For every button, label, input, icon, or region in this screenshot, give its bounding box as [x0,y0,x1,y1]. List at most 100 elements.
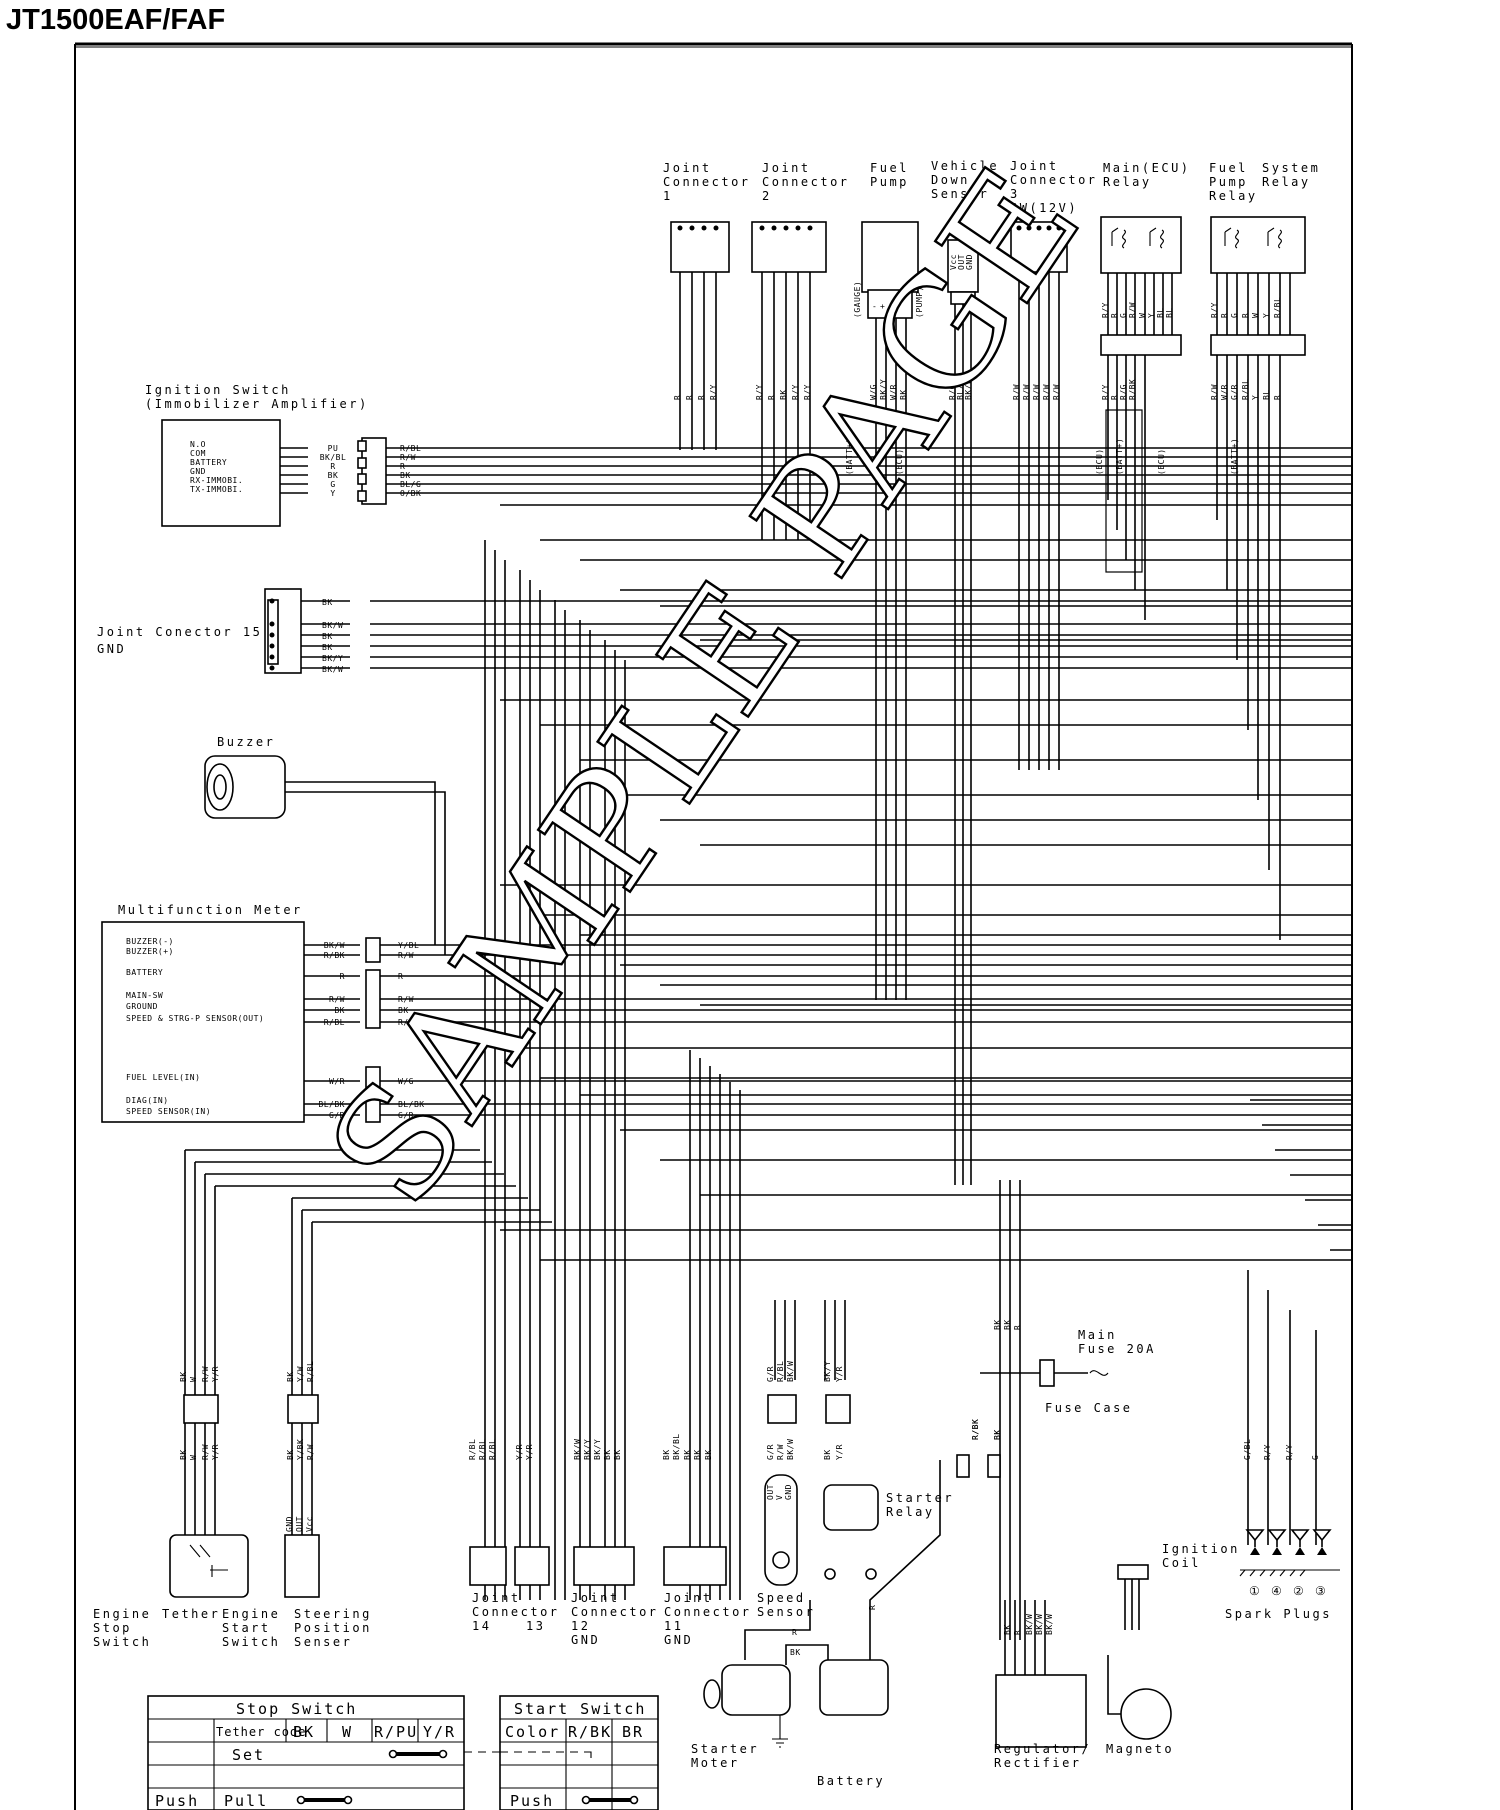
jc12-label-line-1: Connector [571,1605,659,1619]
fp-code-0: W/G [869,384,878,400]
jc3-label-line-3: SW(12V) [1010,201,1078,215]
st-top-1: Y/W [296,1366,305,1382]
jc11-code-2: BK [683,1449,692,1460]
jc2-pin-dot [771,225,777,231]
sr-top-1: Y/R [835,1366,844,1382]
start-hdr-rbk: R/BK [568,1723,612,1741]
magneto-lead [1107,1655,1121,1715]
vds-code-0: R/G [948,384,957,400]
ss-bot-0: G/R [766,1444,775,1460]
engine-stop-label-line-0: Engine [93,1607,151,1621]
jc3-pin-dot [1016,225,1022,231]
battery-wire-code: BK [790,1648,801,1657]
main-relay-label-line-1: Relay [1103,175,1152,189]
jc1-label-line-2: 1 [663,189,673,203]
fpr-bot-3: R/BL [1241,379,1250,400]
fpr-top-3: R [1241,313,1250,318]
st-bot-2: R/W [306,1444,315,1460]
main-relay-plug [1100,334,1182,356]
meter-pin-label: BATTERY [126,968,163,977]
fpr-bot-6: R [1273,395,1282,400]
fan-icon [772,1551,790,1569]
jc3-label-line-1: Connector [1010,173,1098,187]
fuse-code-3: BK [993,1429,1002,1440]
components [101,216,1340,1748]
fp-relay-label-line-1: Pump [1209,175,1248,189]
meter-wire-out-2: R [398,972,403,981]
jc15-wire-code-5: BK/W [322,665,343,674]
mr-top-0: R/Y [1101,302,1110,318]
st-bot-1: Y/BK [296,1439,305,1460]
ign-conn-pin [357,473,367,485]
jc13-label: 13 [526,1619,545,1633]
jc1-label-line-1: Connector [663,175,751,189]
fpr-bot-0: R/W [1210,384,1219,400]
sample-page-watermark: SAMPLE PAGE [295,136,1116,1235]
jc3-code-3: R/W [1042,384,1051,400]
regulator-label-line-1: Rectifier [994,1756,1082,1770]
jc15-pin-dot [269,665,275,671]
ss-pin-0: OUT [766,1484,775,1500]
fuse-side-plug [987,1454,1001,1478]
meter-wire-in-1: R/BK [324,951,345,960]
jc3-label-line-0: Joint [1010,159,1059,173]
jc12-code-1: BK/Y [583,1439,592,1460]
fp-code-3: BK [899,389,908,400]
ign-wire-code-out-3: BK [400,471,411,480]
stop-hdr-rpu: R/PU [374,1723,418,1741]
jc1-code-0: R [673,395,682,400]
meter-pin-label: DIAG(IN) [126,1096,169,1105]
starter-wire-code: R [792,1628,797,1637]
fpr-top-1: R [1220,313,1229,318]
steering-label-line-2: Senser [294,1635,352,1649]
steering-label-line-1: Position [294,1621,372,1635]
jc14-code-1: R/BL [478,1439,487,1460]
ign-wire-code-out-5: O/BK [400,489,421,498]
start-row-push: Push [510,1792,554,1810]
meter-wire-in-3: R/W [329,995,345,1004]
buzzer-wire-2 [285,791,446,955]
ign-conn-pin [357,457,367,469]
ign-wire-code-1: BK/BL [320,453,347,462]
jc3-code-0: R/W [1012,384,1021,400]
meter-pin-label: GROUND [126,1002,158,1011]
regulator-rectifier [995,1674,1087,1748]
meter-label: Multifunction Meter [118,903,303,917]
ign-wire-code-4: G [330,480,335,489]
fp-code-1: BK/Y [879,379,888,400]
spark-arrow-2 [1295,1547,1305,1555]
fuel-pump-gauge [867,289,913,319]
ground-hatch [1239,1569,1340,1577]
jc12-code-0: BK/W [573,1439,582,1460]
relay-coil-icon [1224,227,1239,249]
fpr-top-6: R/BL [1273,297,1282,318]
jc13-code-0: Y/R [515,1444,524,1460]
jc3-code-1: R/W [1022,384,1031,400]
st-top-0: BK [286,1371,295,1382]
ignition-pin-label: N.O [190,440,206,449]
jc11-label-line-1: Connector [664,1605,752,1619]
starter-cable [744,1600,811,1660]
jc1-pin-dot [713,225,719,231]
jc11-label-line-3: GND [664,1633,693,1647]
fpr-top-2: G [1230,313,1239,318]
ignition-label-line-0: Ignition Switch [145,383,291,397]
spark-arrow-0 [1250,1547,1260,1555]
stop-hdr-tether: Tether code [216,1725,306,1739]
feed-code-0: BK [993,1319,1002,1330]
jc12-code-3: BK [603,1449,612,1460]
meter-pin-label: FUEL LEVEL(IN) [126,1073,200,1082]
jc15-pin-dot [269,598,275,604]
fp-code-2: W/R [889,384,898,400]
ss-pin-1: V [775,1495,784,1500]
relay-bracket [1105,409,1143,573]
spark-plug-1 [1267,1529,1287,1542]
jc2-pin-dot [783,225,789,231]
starter-motor-label-line-1: Moter [691,1756,740,1770]
relay-terminal [824,1568,836,1580]
battery-label: Battery [817,1774,885,1788]
ign-wire-code-out-0: R/BL [400,444,421,453]
meter-pin-label: BUZZER(-) [126,937,174,946]
es-bot-0: BK [179,1449,188,1460]
